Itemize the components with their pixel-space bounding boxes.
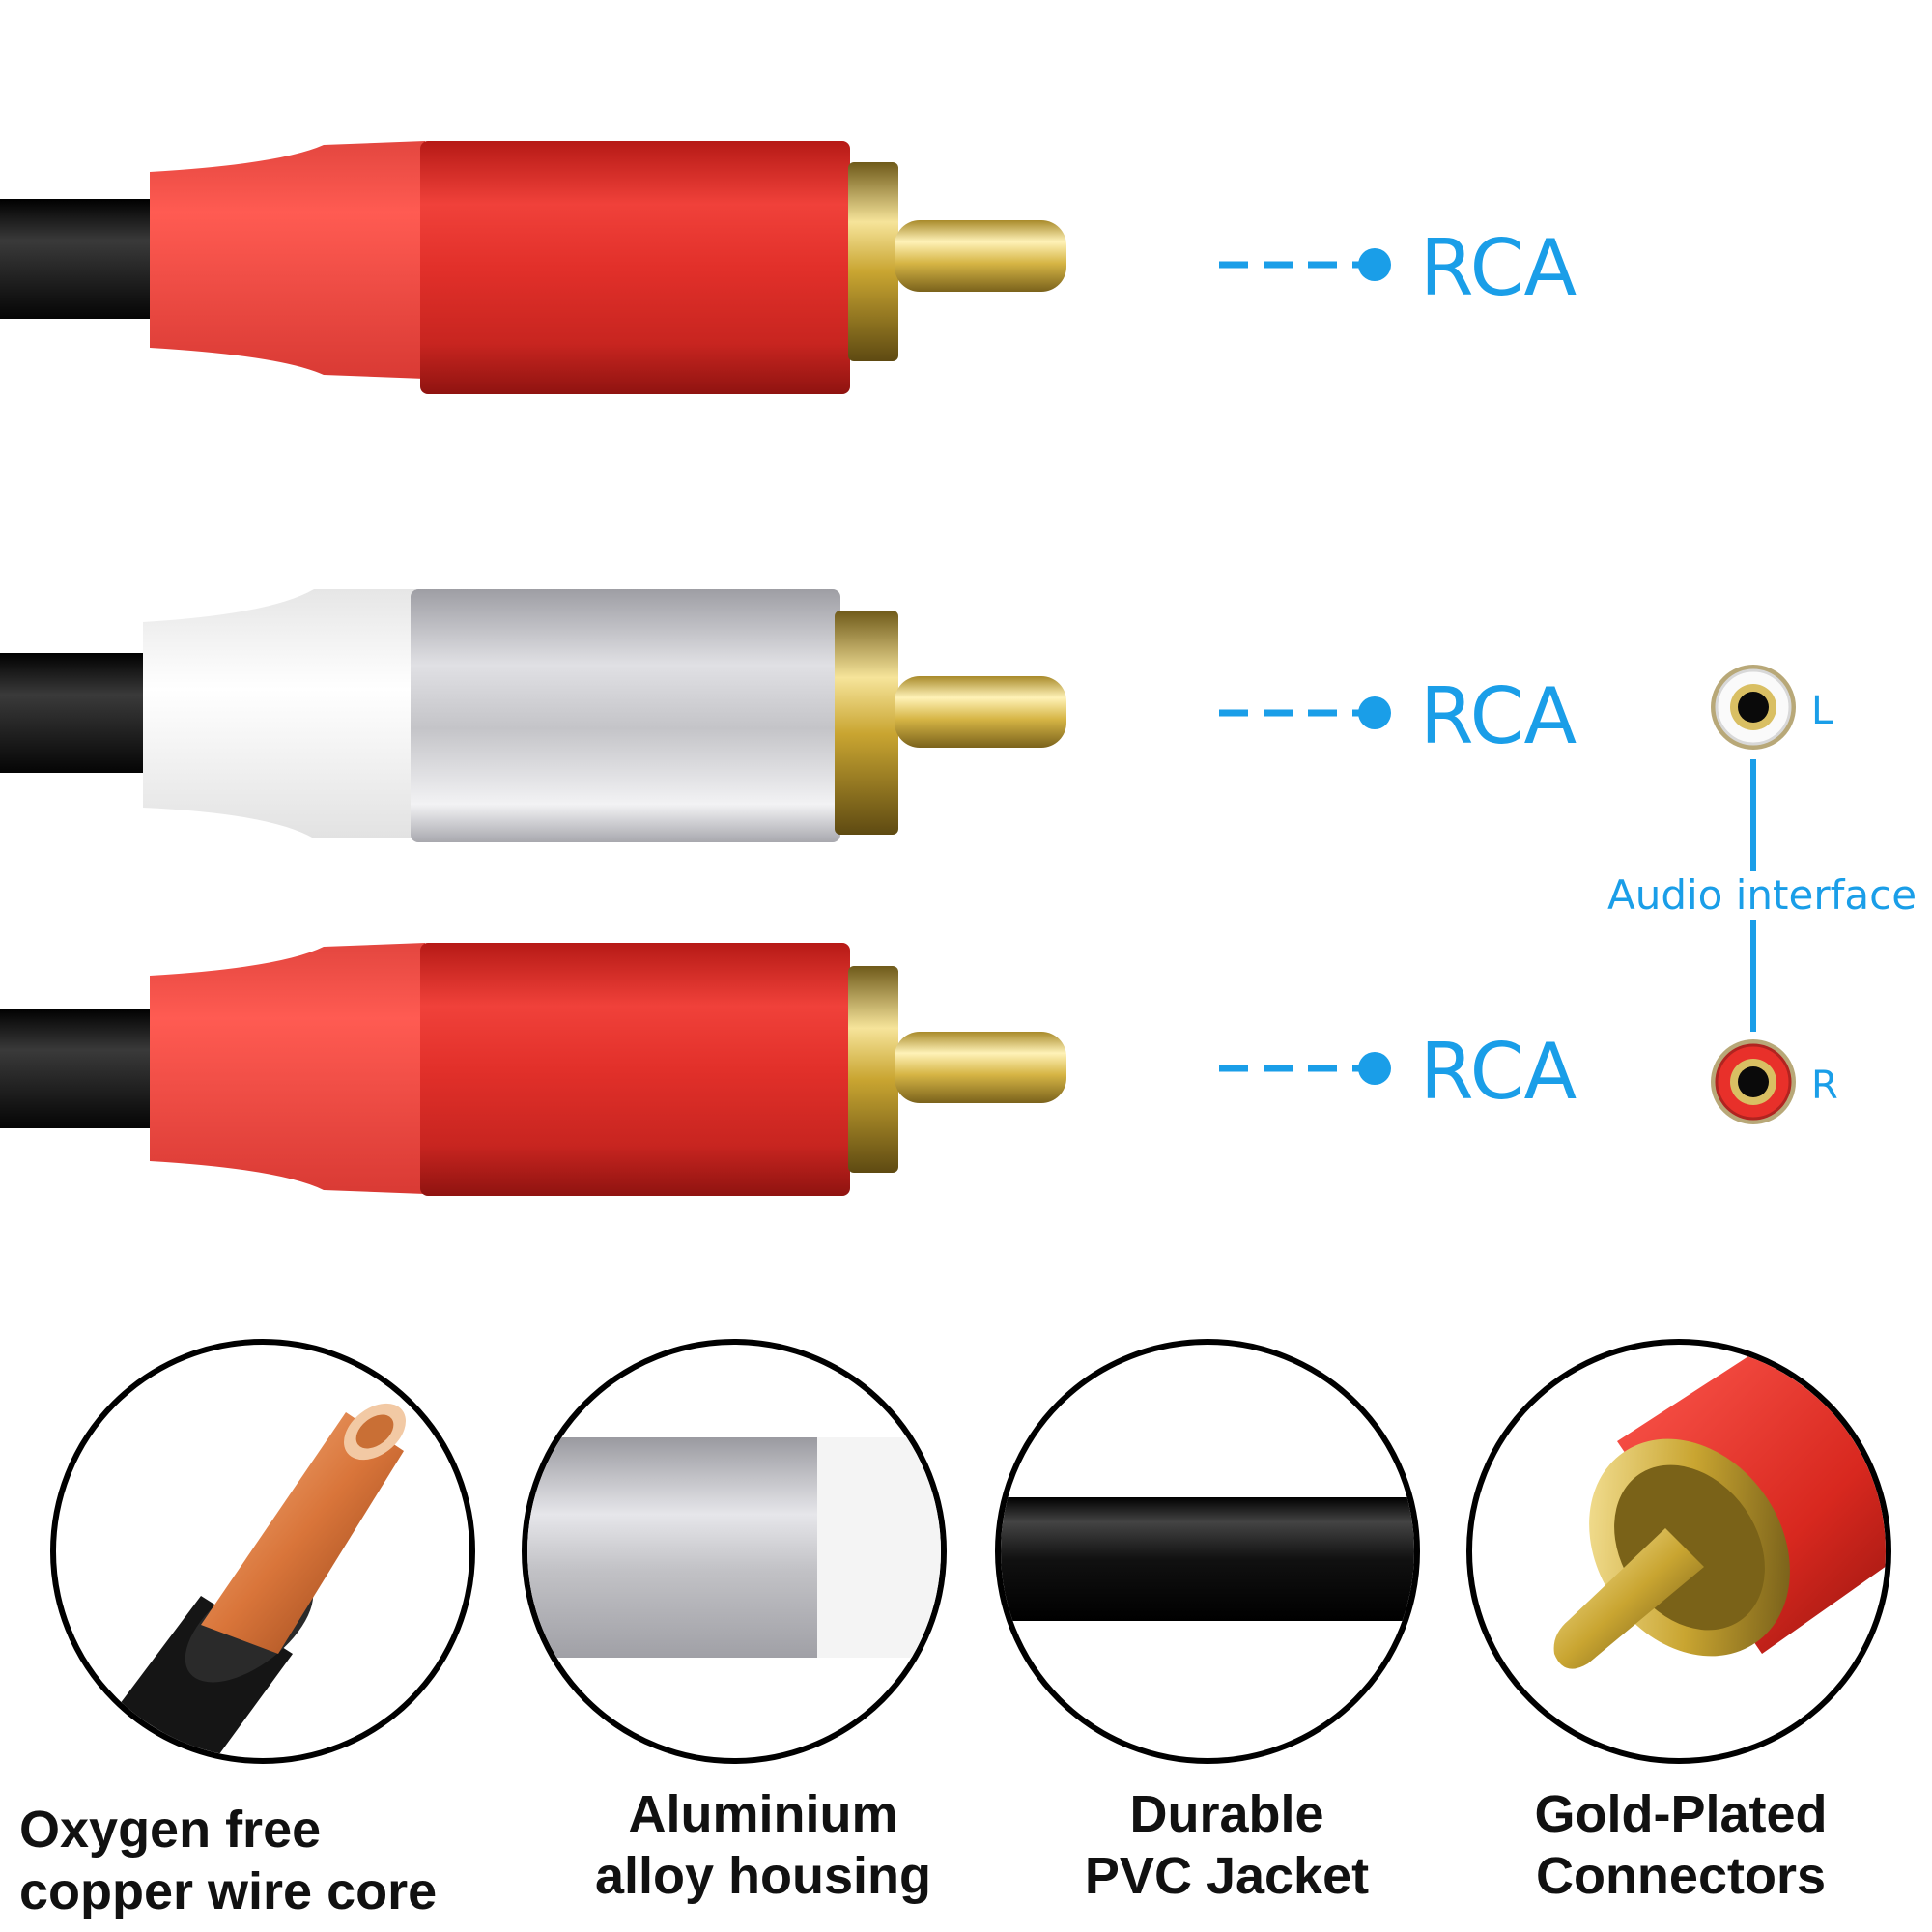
- caption-aluminium-line1: Aluminium: [628, 1785, 898, 1843]
- feature-copper-core: [50, 1339, 475, 1764]
- feature-aluminium-housing: [522, 1339, 947, 1764]
- rca-label-2: RCA: [1420, 671, 1577, 761]
- copper-wire-icon: [114, 1403, 406, 1758]
- jack-right-label: R: [1811, 1064, 1838, 1108]
- audio-interface-label: Audio interface: [1604, 875, 1921, 916]
- rca-plugs-scene: [0, 141, 1796, 1196]
- rca-label-3: RCA: [1420, 1027, 1577, 1117]
- caption-pvc: Durable PVC Jacket: [985, 1783, 1468, 1907]
- rca-label-1: RCA: [1420, 223, 1577, 313]
- gold-connector-icon: [1553, 1345, 1886, 1669]
- caption-gold-line2: Connectors: [1535, 1847, 1827, 1905]
- aluminium-housing-icon: [527, 1437, 941, 1658]
- caption-copper-line2: copper wire core: [19, 1862, 438, 1920]
- caption-copper-core: Oxygen free copper wire core: [19, 1799, 522, 1922]
- caption-gold: Gold-Plated Connectors: [1439, 1783, 1922, 1907]
- jack-left-label: L: [1811, 689, 1833, 733]
- rca-plug-red-bottom: [0, 943, 1066, 1196]
- caption-aluminium-line2: alloy housing: [594, 1847, 932, 1905]
- jack-right-icon: [1711, 1039, 1796, 1124]
- caption-gold-line1: Gold-Plated: [1534, 1785, 1828, 1843]
- feature-pvc-jacket: [995, 1339, 1420, 1764]
- rca-plug-white: [0, 589, 1066, 842]
- callout-dot-3: [1358, 1052, 1391, 1085]
- jack-left-icon: [1711, 665, 1796, 750]
- caption-aluminium: Aluminium alloy housing: [522, 1783, 1005, 1907]
- callout-dot-2: [1358, 696, 1391, 729]
- pvc-jacket-icon: [1001, 1497, 1414, 1621]
- caption-copper-line1: Oxygen free: [19, 1801, 322, 1859]
- caption-pvc-line1: Durable: [1129, 1785, 1324, 1843]
- feature-gold-connectors: [1466, 1339, 1891, 1764]
- rca-plug-red-top: [0, 141, 1066, 394]
- caption-pvc-line2: PVC Jacket: [1084, 1847, 1370, 1905]
- callout-dot-1: [1358, 248, 1391, 281]
